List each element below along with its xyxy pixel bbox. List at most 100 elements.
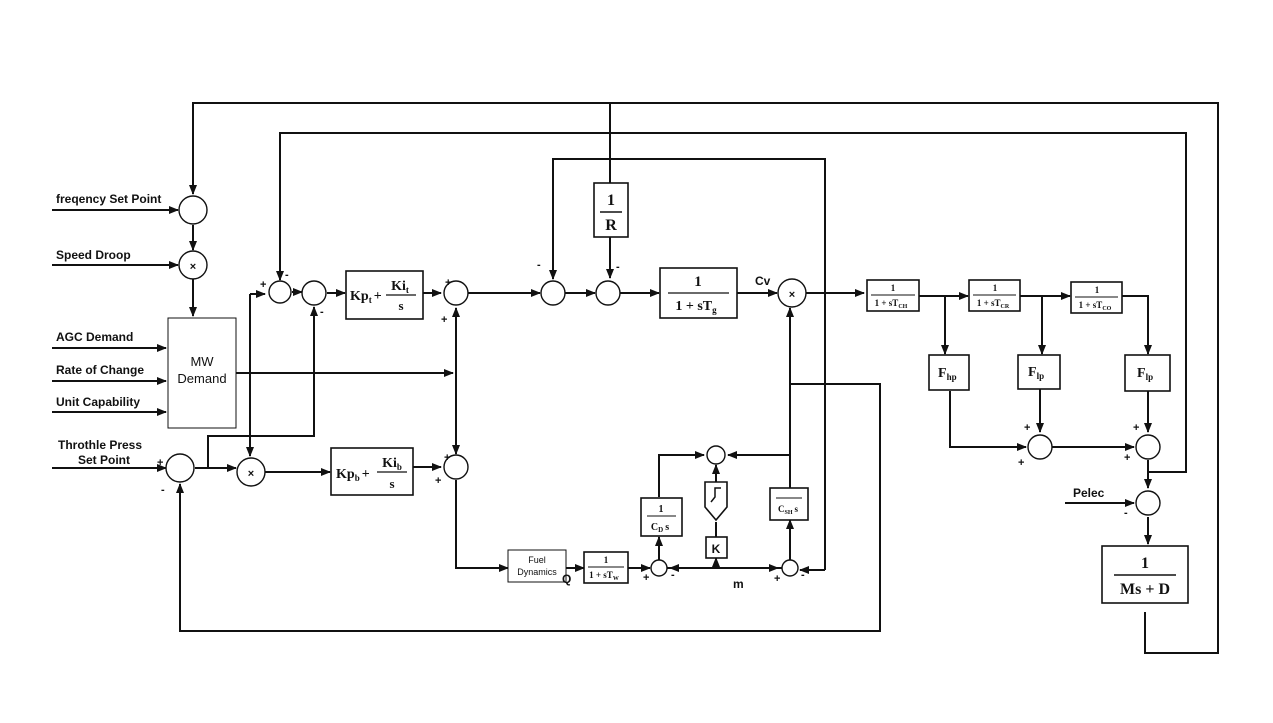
svg-text:×: × — [248, 468, 254, 480]
tw-block: 1 1 + sTW — [583, 551, 629, 584]
svg-text:-: - — [161, 484, 165, 496]
svg-text:1 + sTW: 1 + sTW — [589, 570, 619, 582]
flp-block-2: Flp — [1124, 354, 1171, 392]
svg-text:-: - — [1124, 507, 1128, 519]
svg-text:Kpt+: Kpt+ — [350, 289, 382, 305]
svg-text:Kpb+: Kpb+ — [336, 467, 370, 483]
svg-text:Demand: Demand — [177, 371, 226, 386]
svg-text:+: + — [441, 314, 447, 326]
pi-turbine-block: Kpt+ Kit s — [345, 270, 424, 320]
multiply-droop — [178, 250, 208, 280]
svg-text:+: + — [1133, 422, 1139, 434]
sum-superheater — [781, 559, 799, 577]
flp-block-1: Flp — [1017, 354, 1061, 390]
svg-text:Kib: Kib — [382, 456, 402, 472]
sum-power-1 — [1027, 434, 1053, 460]
signal-labels: Cv m Q — [562, 274, 771, 591]
signal-wires — [52, 102, 1219, 654]
svg-text:1: 1 — [891, 283, 896, 293]
tco-block: 1 1 + sTCO — [1070, 281, 1123, 314]
svg-text:+: + — [1024, 422, 1030, 434]
tch-block: 1 1 + sTCH — [866, 279, 920, 312]
svg-text:1 + sTCR: 1 + sTCR — [977, 298, 1010, 310]
droop-block: 1 R — [593, 182, 629, 238]
label-pelec: Pelec — [1073, 486, 1105, 500]
svg-text:+: + — [444, 452, 450, 464]
svg-text:-: - — [801, 569, 805, 581]
input-labels: freqency Set Point Speed Droop AGC Deman… — [56, 192, 1105, 500]
fuel-dynamics-block: Fuel Dynamics — [507, 549, 567, 583]
svg-text:Flp: Flp — [1137, 366, 1153, 382]
svg-text:1: 1 — [607, 192, 615, 209]
svg-text:Ms + D: Ms + D — [1120, 581, 1170, 598]
svg-text:×: × — [789, 289, 795, 301]
label-agc-demand: AGC Demand — [56, 330, 133, 344]
svg-text:1: 1 — [694, 274, 702, 290]
label-throttle-press-2: Set Point — [78, 453, 130, 467]
label-throttle-press-1: Throthle Press — [58, 438, 142, 452]
svg-text:1: 1 — [1095, 285, 1100, 295]
multiply-cv — [777, 278, 807, 308]
svg-text:+: + — [445, 277, 451, 289]
svg-text:-: - — [671, 569, 675, 581]
svg-text:R: R — [605, 217, 617, 234]
governor-block: 1 1 + sTg — [659, 267, 738, 319]
sum-boiler-ctrl — [443, 454, 469, 480]
svg-text:Dynamics: Dynamics — [517, 567, 557, 577]
label-unit-capability: Unit Capability — [56, 395, 140, 409]
sum-load-ref-2 — [301, 280, 327, 306]
label-frequency-set-point: freqency Set Point — [56, 192, 161, 206]
sum-governor-1 — [540, 280, 566, 306]
sign-marks: + - - + + + + + - - - + - + - + + + + - — [157, 259, 1139, 585]
label-speed-droop: Speed Droop — [56, 248, 131, 262]
sum-turbine-ctrl — [443, 280, 469, 306]
multiply-boiler — [236, 457, 266, 487]
svg-text:Kit: Kit — [391, 279, 409, 295]
sum-load-ref-1 — [268, 280, 292, 304]
svg-text:1 + sTg: 1 + sTg — [675, 299, 717, 315]
svg-text:1: 1 — [604, 555, 609, 565]
label-q: Q — [562, 572, 571, 586]
sum-drum-flow — [650, 559, 668, 577]
svg-text:-: - — [320, 306, 324, 318]
tcr-block: 1 1 + sTCR — [968, 279, 1021, 312]
svg-text:-: - — [285, 269, 289, 281]
rotor-block: 1 Ms + D — [1101, 545, 1189, 604]
sum-drum — [706, 445, 726, 465]
svg-text:+: + — [1124, 452, 1130, 464]
svg-text:+: + — [260, 279, 266, 291]
multipliers: × × × — [178, 250, 807, 487]
svg-text:-: - — [616, 261, 620, 273]
sum-governor-2 — [595, 280, 621, 306]
svg-text:+: + — [643, 572, 649, 584]
label-cv: Cv — [755, 274, 771, 288]
svg-text:+: + — [435, 475, 441, 487]
sum-throttle — [165, 453, 195, 483]
svg-text:1 + sTCH: 1 + sTCH — [875, 298, 908, 310]
fhp-block: Fhp — [928, 354, 970, 391]
svg-text:×: × — [190, 261, 196, 273]
svg-text:+: + — [1018, 457, 1024, 469]
mw-demand-block: MW Demand — [167, 317, 237, 429]
svg-text:-: - — [537, 259, 541, 271]
k-gain-block: K — [705, 536, 728, 559]
sum-power-2 — [1135, 434, 1161, 460]
svg-text:MW: MW — [190, 354, 214, 369]
label-m: m — [733, 577, 744, 591]
svg-text:Fhp: Fhp — [938, 366, 957, 382]
pi-boiler-block: Kpb+ Kib s — [330, 447, 414, 496]
svg-text:s: s — [389, 476, 394, 491]
svg-text:+: + — [157, 457, 163, 469]
svg-text:Fuel: Fuel — [528, 555, 546, 565]
svg-text:s: s — [398, 298, 403, 313]
summing-junctions — [165, 195, 1161, 577]
svg-text:1: 1 — [659, 504, 664, 515]
label-rate-of-change: Rate of Change — [56, 363, 144, 377]
svg-text:1: 1 — [993, 283, 998, 293]
svg-text:CDs: CDs — [651, 522, 669, 534]
svg-text:K: K — [712, 542, 721, 556]
